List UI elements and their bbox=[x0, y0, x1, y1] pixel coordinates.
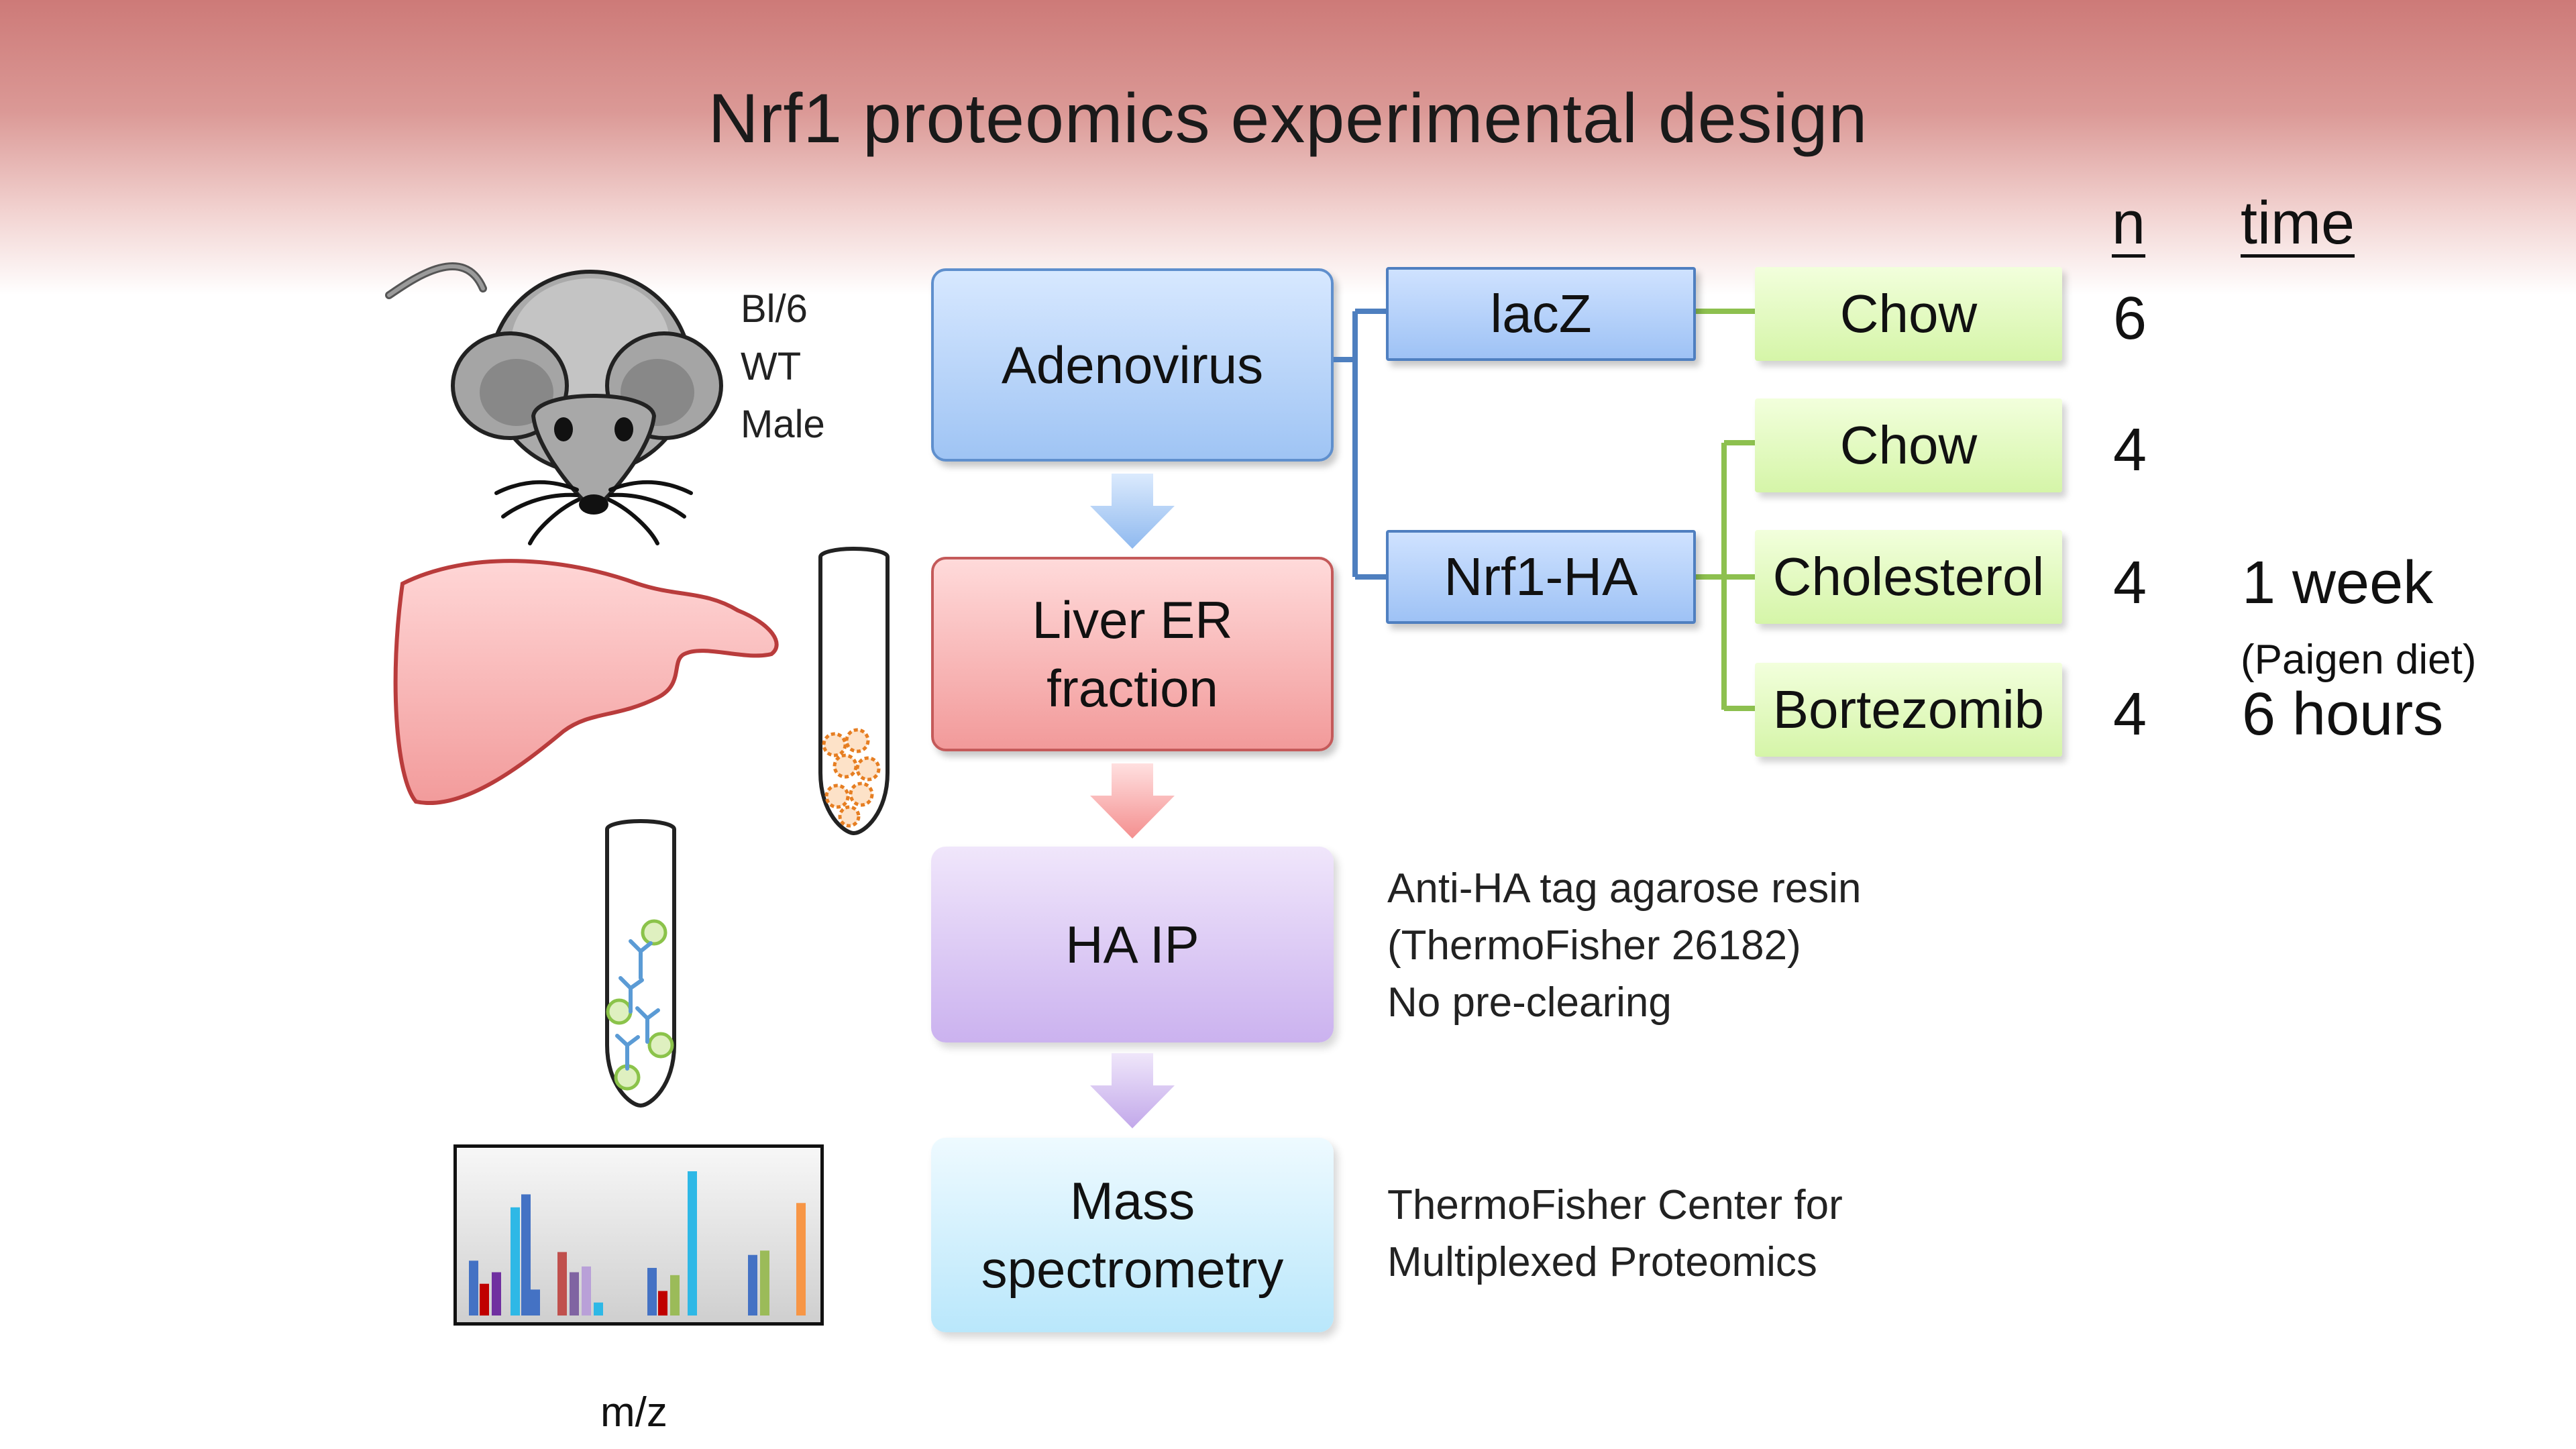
ha-ip-label: HA IP bbox=[1065, 915, 1199, 974]
nrf1-ha-label: Nrf1-HA bbox=[1444, 547, 1638, 606]
liver-er-line2: fraction bbox=[1046, 659, 1218, 718]
treatment-label: Bortezomib bbox=[1772, 680, 2045, 739]
mouse-sex: Male bbox=[741, 402, 825, 446]
note-line: Anti-HA tag agarose resin bbox=[1387, 865, 1862, 912]
spectrum-peak bbox=[557, 1252, 567, 1316]
vector-connector bbox=[1334, 309, 1387, 580]
nrf1-ha-box: Nrf1-HA bbox=[1386, 530, 1696, 624]
treatment-cholesterol-box: Cholesterol bbox=[1755, 530, 2062, 624]
treatment-connector bbox=[1695, 309, 1755, 711]
mouse-description: Bl/6 WT Male bbox=[741, 280, 825, 453]
treatment-label: Chow bbox=[1839, 415, 1978, 475]
spectrum-peak bbox=[670, 1275, 680, 1316]
treatment-chow-lacz-box: Chow bbox=[1755, 267, 2062, 361]
adenovirus-label: Adenovirus bbox=[1001, 335, 1264, 394]
time-paigen-diet: (Paigen diet) bbox=[2241, 637, 2477, 683]
n-value: 6 bbox=[2113, 285, 2147, 352]
treatment-label: Cholesterol bbox=[1772, 547, 2045, 606]
note-line: Multiplexed Proteomics bbox=[1387, 1239, 1817, 1285]
spectrum-peak bbox=[748, 1254, 757, 1316]
mass-line2: spectrometry bbox=[981, 1240, 1284, 1299]
note-line: No pre-clearing bbox=[1387, 979, 1672, 1026]
time-column-header: time bbox=[2241, 190, 2355, 257]
spectrum-peak bbox=[796, 1203, 806, 1316]
spectrum-peak bbox=[521, 1194, 531, 1316]
down-arrow-icon bbox=[1090, 474, 1175, 549]
mass-spectrum-plot bbox=[453, 1144, 824, 1326]
n-column-header: n bbox=[2112, 190, 2146, 257]
n-value: 4 bbox=[2113, 417, 2147, 484]
time-one-week: 1 week bbox=[2242, 549, 2434, 616]
er-tube-icon bbox=[818, 547, 890, 836]
mass-spec-notes: ThermoFisher Center for Multiplexed Prot… bbox=[1387, 1177, 1843, 1291]
mouse-strain: Bl/6 bbox=[741, 287, 808, 331]
ha-ip-notes: Anti-HA tag agarose resin (ThermoFisher … bbox=[1387, 860, 1862, 1031]
ha-ip-box: HA IP bbox=[931, 847, 1334, 1042]
mouse-icon bbox=[385, 262, 723, 545]
down-arrow-icon bbox=[1090, 763, 1175, 839]
liver-er-line1: Liver ER bbox=[1032, 590, 1233, 649]
mz-axis-label: m/z bbox=[600, 1389, 667, 1436]
adenovirus-box: Adenovirus bbox=[931, 268, 1334, 462]
liver-icon bbox=[393, 559, 779, 805]
mouse-genotype: WT bbox=[741, 345, 802, 388]
mass-spectrometry-box: Mass spectrometry bbox=[931, 1138, 1334, 1332]
spectrum-peak bbox=[480, 1283, 489, 1316]
spectrum-peak bbox=[594, 1302, 603, 1316]
ip-tube-icon bbox=[605, 819, 676, 1108]
lacz-label: lacZ bbox=[1490, 284, 1592, 343]
spectrum-peak bbox=[688, 1171, 697, 1316]
spectrum-peak bbox=[492, 1272, 501, 1316]
spectrum-peak bbox=[511, 1207, 520, 1316]
n-value: 4 bbox=[2113, 681, 2147, 748]
spectrum-peak bbox=[469, 1260, 478, 1316]
slide-title: Nrf1 proteomics experimental design bbox=[708, 80, 1868, 158]
note-line: (ThermoFisher 26182) bbox=[1387, 922, 1801, 969]
title-band bbox=[0, 0, 2576, 295]
treatment-bortezomib-box: Bortezomib bbox=[1755, 663, 2062, 757]
time-six-hours: 6 hours bbox=[2242, 681, 2444, 748]
lacz-box: lacZ bbox=[1386, 267, 1696, 361]
spectrum-peak bbox=[658, 1291, 667, 1316]
treatment-label: Chow bbox=[1839, 284, 1978, 343]
note-line: ThermoFisher Center for bbox=[1387, 1182, 1843, 1228]
spectrum-bars bbox=[469, 1171, 806, 1316]
n-value: 4 bbox=[2113, 549, 2147, 616]
treatment-chow-nrf1-box: Chow bbox=[1755, 398, 2062, 492]
down-arrow-icon bbox=[1090, 1053, 1175, 1128]
spectrum-peak bbox=[647, 1268, 657, 1316]
spectrum-peak bbox=[570, 1272, 579, 1316]
spectrum-peak bbox=[531, 1289, 540, 1316]
liver-er-fraction-box: Liver ER fraction bbox=[931, 557, 1334, 751]
spectrum-peak bbox=[582, 1266, 591, 1316]
spectrum-peak bbox=[760, 1250, 769, 1316]
mass-line1: Mass bbox=[1069, 1171, 1195, 1230]
